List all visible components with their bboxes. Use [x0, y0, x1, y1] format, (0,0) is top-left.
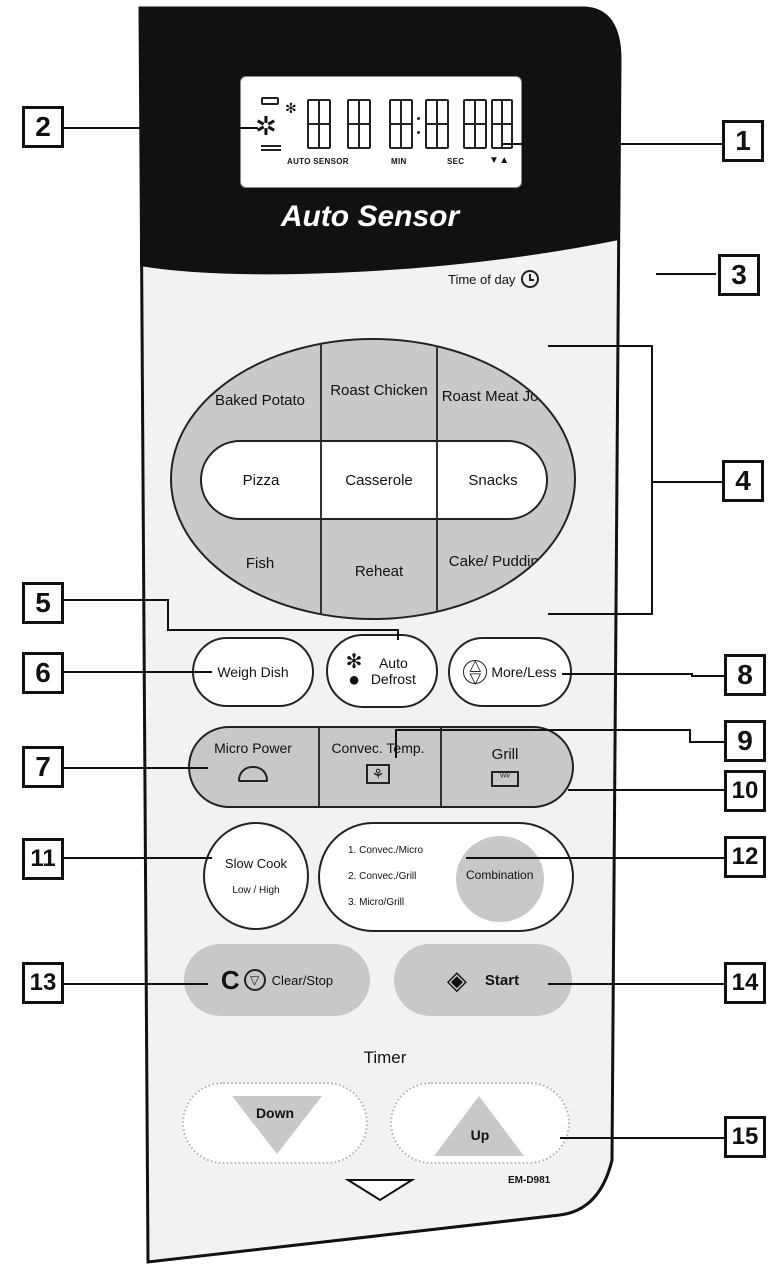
- start-icon: ◈: [446, 964, 467, 995]
- callout-7: 7: [22, 746, 64, 788]
- callout-5: 5: [22, 582, 64, 624]
- combination-option-2: 2. Convec./Grill: [348, 871, 417, 882]
- grill-button[interactable]: Grill ᵛᵛᵛ: [440, 746, 570, 802]
- combination-button[interactable]: 1. Convec./Micro 2. Convec./Grill 3. Mic…: [318, 822, 574, 932]
- program-snacks-button[interactable]: Snacks: [468, 471, 518, 489]
- time-of-day-label: Time of day: [448, 271, 516, 287]
- timer-down-button[interactable]: Down: [182, 1082, 368, 1164]
- program-baked-potato-button[interactable]: Baked Potato: [214, 391, 306, 409]
- lcd-digit-4: [425, 99, 449, 149]
- program-roast-meat-joint-button[interactable]: Roast Meat Joint: [441, 387, 555, 405]
- combination-label: Combination: [466, 868, 534, 882]
- microwave-power-icon: [238, 766, 268, 782]
- program-fish-button[interactable]: Fish: [245, 554, 275, 572]
- model-number: EM-D981: [508, 1175, 551, 1186]
- lcd-digit-1: [307, 99, 331, 149]
- lcd-display: ✲ ✻ AUTO SENSOR MIN SEC ▼▲: [240, 76, 522, 188]
- down-arrow-icon: [232, 1096, 322, 1154]
- defrost-icon: ✻●: [345, 651, 363, 691]
- convection-fan-icon: ⚘: [366, 764, 390, 784]
- grill-element-icon: ᵛᵛᵛ: [491, 771, 519, 787]
- clear-symbol: C: [220, 964, 240, 995]
- lcd-digit-2: [347, 99, 371, 149]
- timer-up-button[interactable]: Up: [390, 1082, 570, 1164]
- lcd-label-arrows: ▼▲: [489, 155, 510, 166]
- timer-label: Timer: [363, 1048, 407, 1067]
- micro-power-button[interactable]: Micro Power: [190, 740, 316, 800]
- program-casserole-button[interactable]: Casserole: [345, 471, 413, 489]
- defrost-indicator-icon: ✻: [285, 100, 297, 116]
- callout-15: 15: [724, 1116, 766, 1158]
- more-less-icon: △▽: [463, 658, 488, 686]
- fan-icon: ✲: [255, 111, 277, 141]
- combination-option-3: 3. Micro/Grill: [348, 897, 405, 908]
- callout-9: 9: [724, 720, 766, 762]
- brand-title: Auto Sensor: [280, 200, 460, 233]
- program-middle-row: Pizza Casserole Snacks: [200, 440, 548, 520]
- callout-1: 1: [722, 120, 764, 162]
- program-pizza-button[interactable]: Pizza: [242, 471, 280, 489]
- callout-4: 4: [722, 460, 764, 502]
- up-arrow-icon: [434, 1096, 524, 1156]
- callout-3: 3: [718, 254, 760, 296]
- time-of-day-button[interactable]: Time of day: [448, 270, 540, 288]
- start-button[interactable]: ◈ Start: [394, 944, 572, 1016]
- program-cake-pudding-button[interactable]: Cake/ Pudding: [448, 552, 548, 570]
- lcd-digit-6: [491, 99, 513, 149]
- lcd-digit-5: [463, 99, 487, 149]
- program-roast-chicken-button[interactable]: Roast Chicken: [330, 381, 428, 399]
- lcd-digit-3: [389, 99, 413, 149]
- lcd-label-min: MIN: [391, 157, 407, 166]
- auto-defrost-button[interactable]: ✻● Auto Defrost: [326, 634, 438, 708]
- slow-cook-button[interactable]: Slow Cook Low / High: [203, 822, 309, 930]
- stop-icon: ▽: [243, 969, 266, 991]
- clock-icon: [521, 270, 540, 288]
- lcd-label-sec: SEC: [447, 157, 465, 166]
- clear-stop-button[interactable]: C ▽ Clear/Stop: [184, 944, 370, 1016]
- grill-icon: [261, 145, 281, 151]
- callout-2: 2: [22, 106, 64, 148]
- callout-14: 14: [724, 962, 766, 1004]
- door-open-triangle-icon: [344, 1179, 416, 1202]
- combination-option-1: 1. Convec./Micro: [348, 845, 424, 856]
- callout-10: 10: [724, 770, 766, 812]
- callout-11: 11: [22, 838, 64, 880]
- microwave-icon: [261, 97, 279, 105]
- callout-12: 12: [724, 836, 766, 878]
- auto-program-panel: Baked Potato Roast Chicken Roast Meat Jo…: [170, 338, 576, 620]
- weigh-dish-button[interactable]: Weigh Dish: [192, 637, 314, 707]
- lcd-label-auto-sensor: AUTO SENSOR: [287, 157, 349, 166]
- more-less-button[interactable]: △▽ More/Less: [448, 637, 572, 707]
- callout-13: 13: [22, 962, 64, 1004]
- program-reheat-button[interactable]: Reheat: [354, 562, 404, 580]
- convec-temp-button[interactable]: Convec. Temp. ⚘: [331, 740, 425, 784]
- callout-6: 6: [22, 652, 64, 694]
- callout-8: 8: [724, 654, 766, 696]
